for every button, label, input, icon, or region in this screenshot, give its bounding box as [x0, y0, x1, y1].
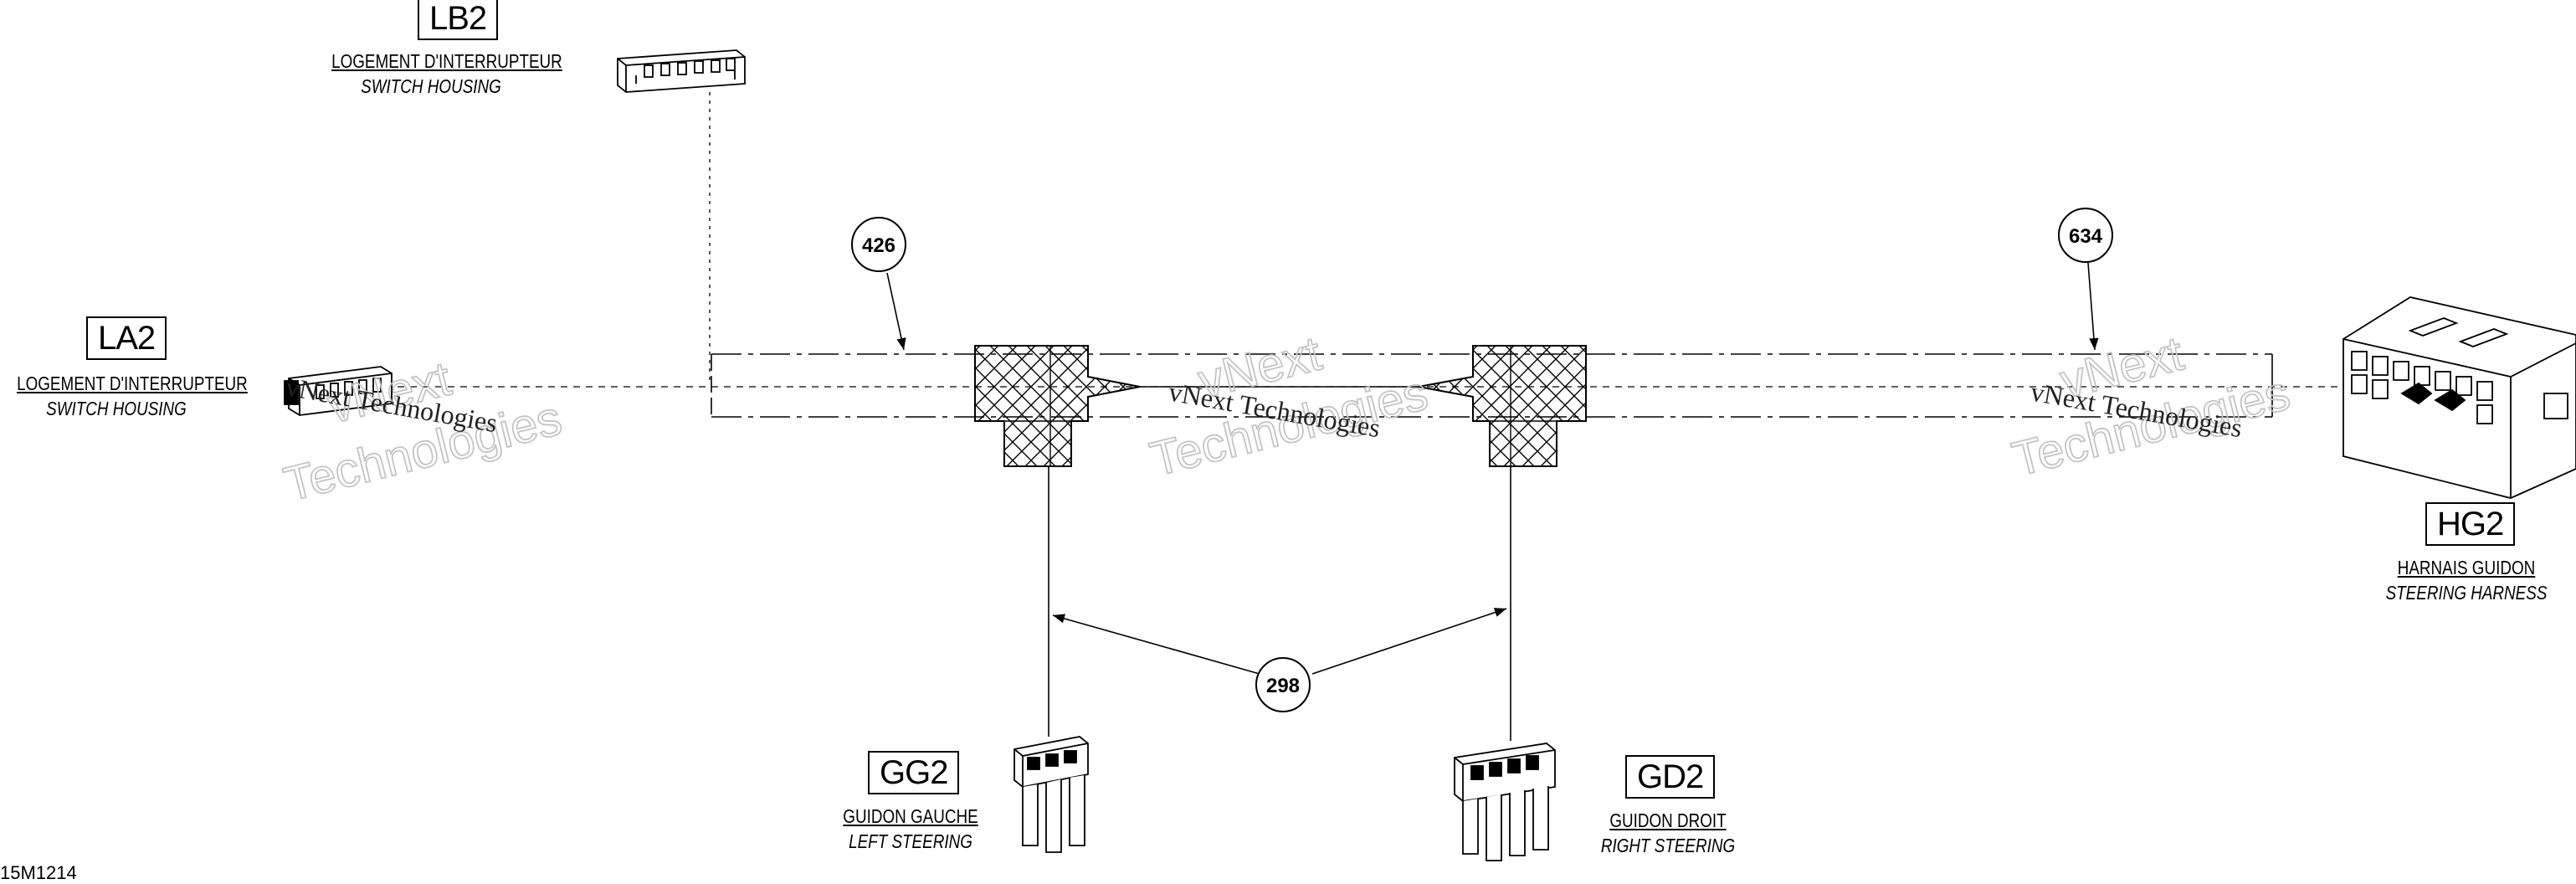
dim-callout-426: 426: [851, 217, 906, 272]
dim-298-text: 298: [1266, 675, 1300, 697]
dim-298-leader-right: [1311, 608, 1507, 675]
lb2-english-label: SWITCH HOUSING: [361, 75, 501, 97]
gg2-code-label: GG2: [868, 751, 960, 794]
gd2-french-label: GUIDON DROIT: [1609, 809, 1727, 831]
gg2-english-label: LEFT STEERING: [849, 830, 972, 852]
dim-298-leader-left: [1052, 614, 1260, 675]
gd2-code-label: GD2: [1625, 755, 1716, 799]
dim-426-leader: [886, 272, 906, 351]
hg2-english-label: STEERING HARNESS: [2385, 582, 2548, 604]
watermark-right: vNext Technologies vNext Technologies: [2006, 326, 2296, 488]
dim-callout-634: 634: [2058, 208, 2113, 263]
drawing-reference-code: 15M1214: [0, 862, 77, 883]
la2-french-label: LOGEMENT D'INTERRUPTEUR: [17, 373, 248, 394]
lb2-french-label: LOGEMENT D'INTERRUPTEUR: [331, 50, 562, 72]
gd2-connector-icon: [1454, 743, 1556, 861]
lb2-code-label: LB2: [418, 0, 499, 40]
left-junction: [974, 345, 1141, 467]
dim-callout-298: 298: [1255, 657, 1311, 712]
la2-english-label: SWITCH HOUSING: [46, 398, 187, 419]
hg2-code-label: HG2: [2425, 502, 2516, 546]
watermark-center: vNext Technologies vNext Technologies: [1144, 326, 1434, 488]
gg2-connector-icon: [1013, 736, 1089, 853]
dim-426-text: 426: [862, 234, 895, 257]
dim-634-text: 634: [2069, 225, 2103, 248]
gd2-english-label: RIGHT STEERING: [1600, 835, 1736, 856]
la2-connector-icon: [284, 366, 393, 416]
right-junction: [1418, 345, 1587, 467]
lb2-connector-icon: [617, 49, 746, 93]
hg2-french-label: HARNAIS GUIDON: [2397, 557, 2536, 578]
hg2-connector-icon: [2343, 296, 2576, 499]
gg2-french-label: GUIDON GAUCHE: [843, 805, 978, 827]
dim-634-leader: [2087, 262, 2099, 351]
la2-code-label: LA2: [86, 316, 167, 360]
